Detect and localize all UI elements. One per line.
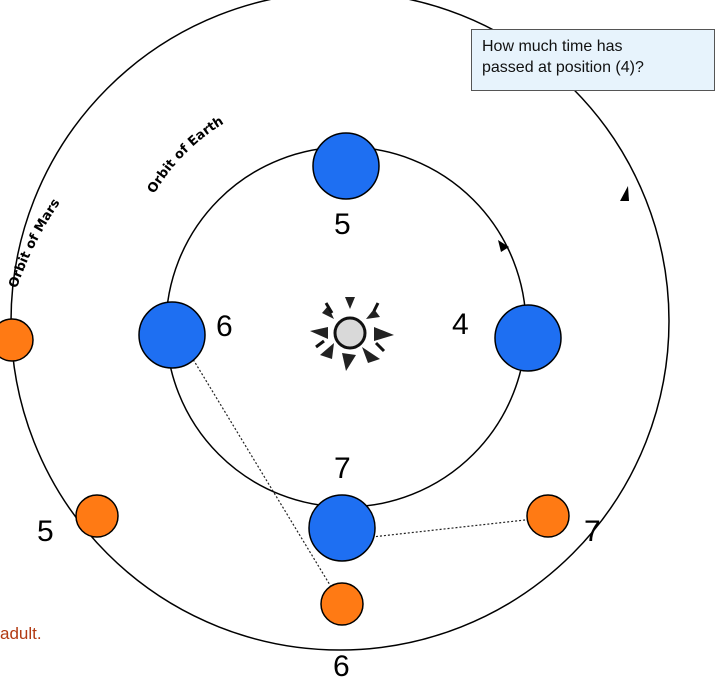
question-callout: How much time has passed at position (4)… <box>471 29 715 91</box>
mars-label-6: 6 <box>333 650 350 683</box>
sun-icon <box>310 297 394 371</box>
mars-position-left <box>0 318 34 362</box>
earth-label-6: 6 <box>216 310 233 343</box>
earth-label-5: 5 <box>334 208 351 241</box>
mars-position-7 <box>526 494 570 538</box>
mars-position-5 <box>75 494 119 538</box>
footnote-text: adult. <box>0 624 42 643</box>
earth-label-7: 7 <box>334 452 351 485</box>
line-earth6-mars6 <box>184 345 334 591</box>
earth-direction-arrow-icon <box>498 240 509 252</box>
question-line-2: passed at position (4)? <box>482 59 644 76</box>
earth-position-7 <box>308 494 376 562</box>
line-earth7-mars7 <box>371 518 535 538</box>
earth-label-4: 4 <box>452 308 469 341</box>
earth-orbit-label: Orbit of Earth <box>145 114 227 196</box>
mars-orbit-label: Orbit of Mars <box>6 196 63 290</box>
earth-position-5 <box>312 132 380 200</box>
question-line-1: How much time has <box>482 38 623 55</box>
mars-position-6 <box>320 582 364 626</box>
mars-label-5: 5 <box>37 515 54 548</box>
mars-label-7: 7 <box>584 515 601 548</box>
earth-position-4 <box>494 304 562 372</box>
earth-position-6 <box>138 301 206 369</box>
mars-direction-arrow-icon <box>620 186 629 201</box>
